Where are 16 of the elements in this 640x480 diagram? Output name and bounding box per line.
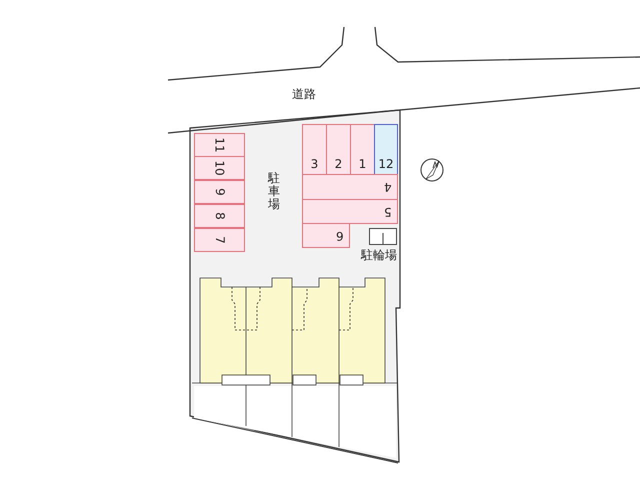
parking-space: 3 [302,124,327,175]
parking-space: 11 [194,133,245,157]
area-label: 駐車場 [268,172,281,212]
road-label: 道路 [292,88,316,100]
parking-space: 9 [194,180,245,204]
parking-space: 2 [326,124,351,175]
area-label: 駐輪場 [361,249,397,261]
parking-space: 12 [374,124,398,175]
parking-space: 7 [194,228,245,252]
parking-space: 1 [350,124,375,175]
bicycle-shed-box [369,228,397,245]
parking-space: 10 [194,156,245,180]
parking-space: 8 [194,204,245,228]
parking-space: 5 [302,199,398,224]
parking-space: 6 [302,223,350,248]
parking-space: 4 [302,174,398,200]
